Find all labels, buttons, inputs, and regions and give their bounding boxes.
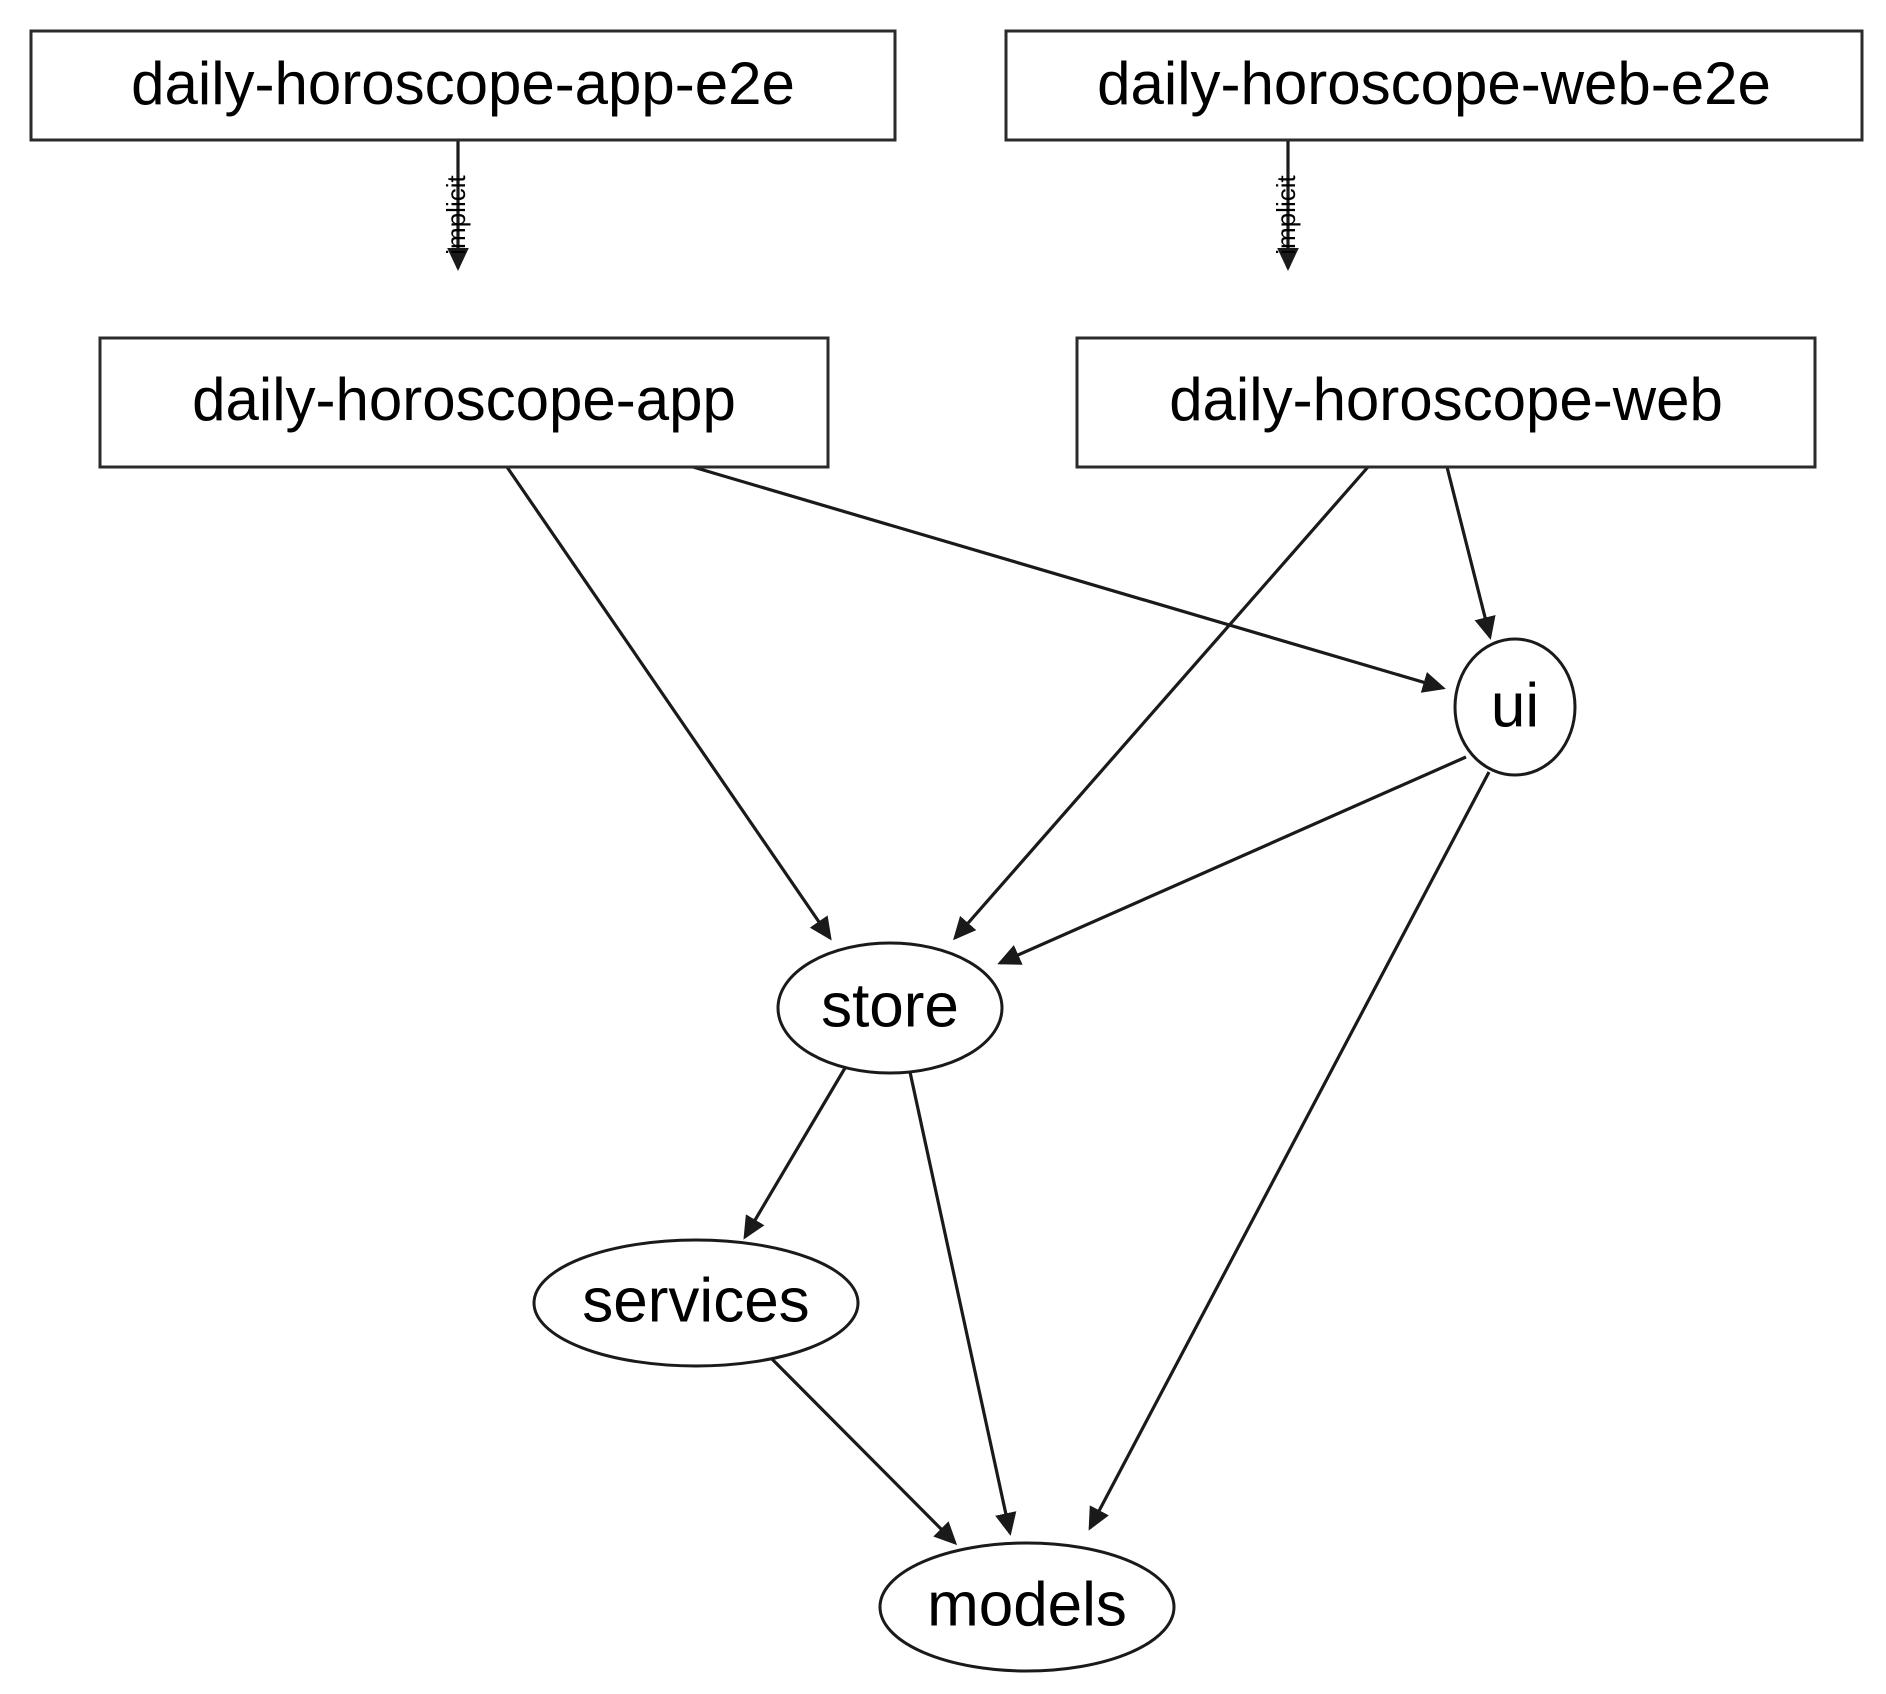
node-ui[interactable]: ui <box>1453 637 1577 777</box>
edge-web-to-ui <box>1445 466 1496 640</box>
edge-services-to-models <box>761 1348 958 1546</box>
edge-store-to-models <box>908 1071 1017 1536</box>
edge-web-e2e-to-web: implicit <box>1271 140 1301 271</box>
node-label-daily-horoscope-web-e2e: daily-horoscope-web-e2e <box>1097 50 1771 117</box>
node-daily-horoscope-web-e2e[interactable]: daily-horoscope-web-e2e <box>1004 29 1864 142</box>
edge-ui-to-store <box>997 755 1467 965</box>
edge-app-to-store <box>505 466 832 941</box>
edge-label-implicit-web: implicit <box>1271 175 1301 255</box>
edge-web-to-store <box>953 465 1370 941</box>
edge-label-implicit-app: implicit <box>441 175 471 255</box>
node-label-services: services <box>582 1266 809 1335</box>
node-label-daily-horoscope-web: daily-horoscope-web <box>1169 366 1723 433</box>
node-label-ui: ui <box>1491 671 1539 740</box>
edge-app-e2e-to-app: implicit <box>441 140 471 271</box>
node-store[interactable]: store <box>776 941 1004 1075</box>
edge-store-to-services <box>743 1067 847 1240</box>
edge-app-to-ui <box>692 465 1446 693</box>
node-label-daily-horoscope-app: daily-horoscope-app <box>192 366 736 433</box>
node-models[interactable]: models <box>878 1541 1176 1673</box>
node-label-store: store <box>821 971 959 1040</box>
node-label-daily-horoscope-app-e2e: daily-horoscope-app-e2e <box>131 50 795 117</box>
node-services[interactable]: services <box>532 1238 860 1368</box>
node-daily-horoscope-app-e2e[interactable]: daily-horoscope-app-e2e <box>29 29 897 142</box>
node-daily-horoscope-app[interactable]: daily-horoscope-app <box>98 336 830 469</box>
node-daily-horoscope-web[interactable]: daily-horoscope-web <box>1075 336 1817 469</box>
node-label-models: models <box>927 1570 1127 1639</box>
edge-ui-to-models <box>1088 771 1491 1531</box>
